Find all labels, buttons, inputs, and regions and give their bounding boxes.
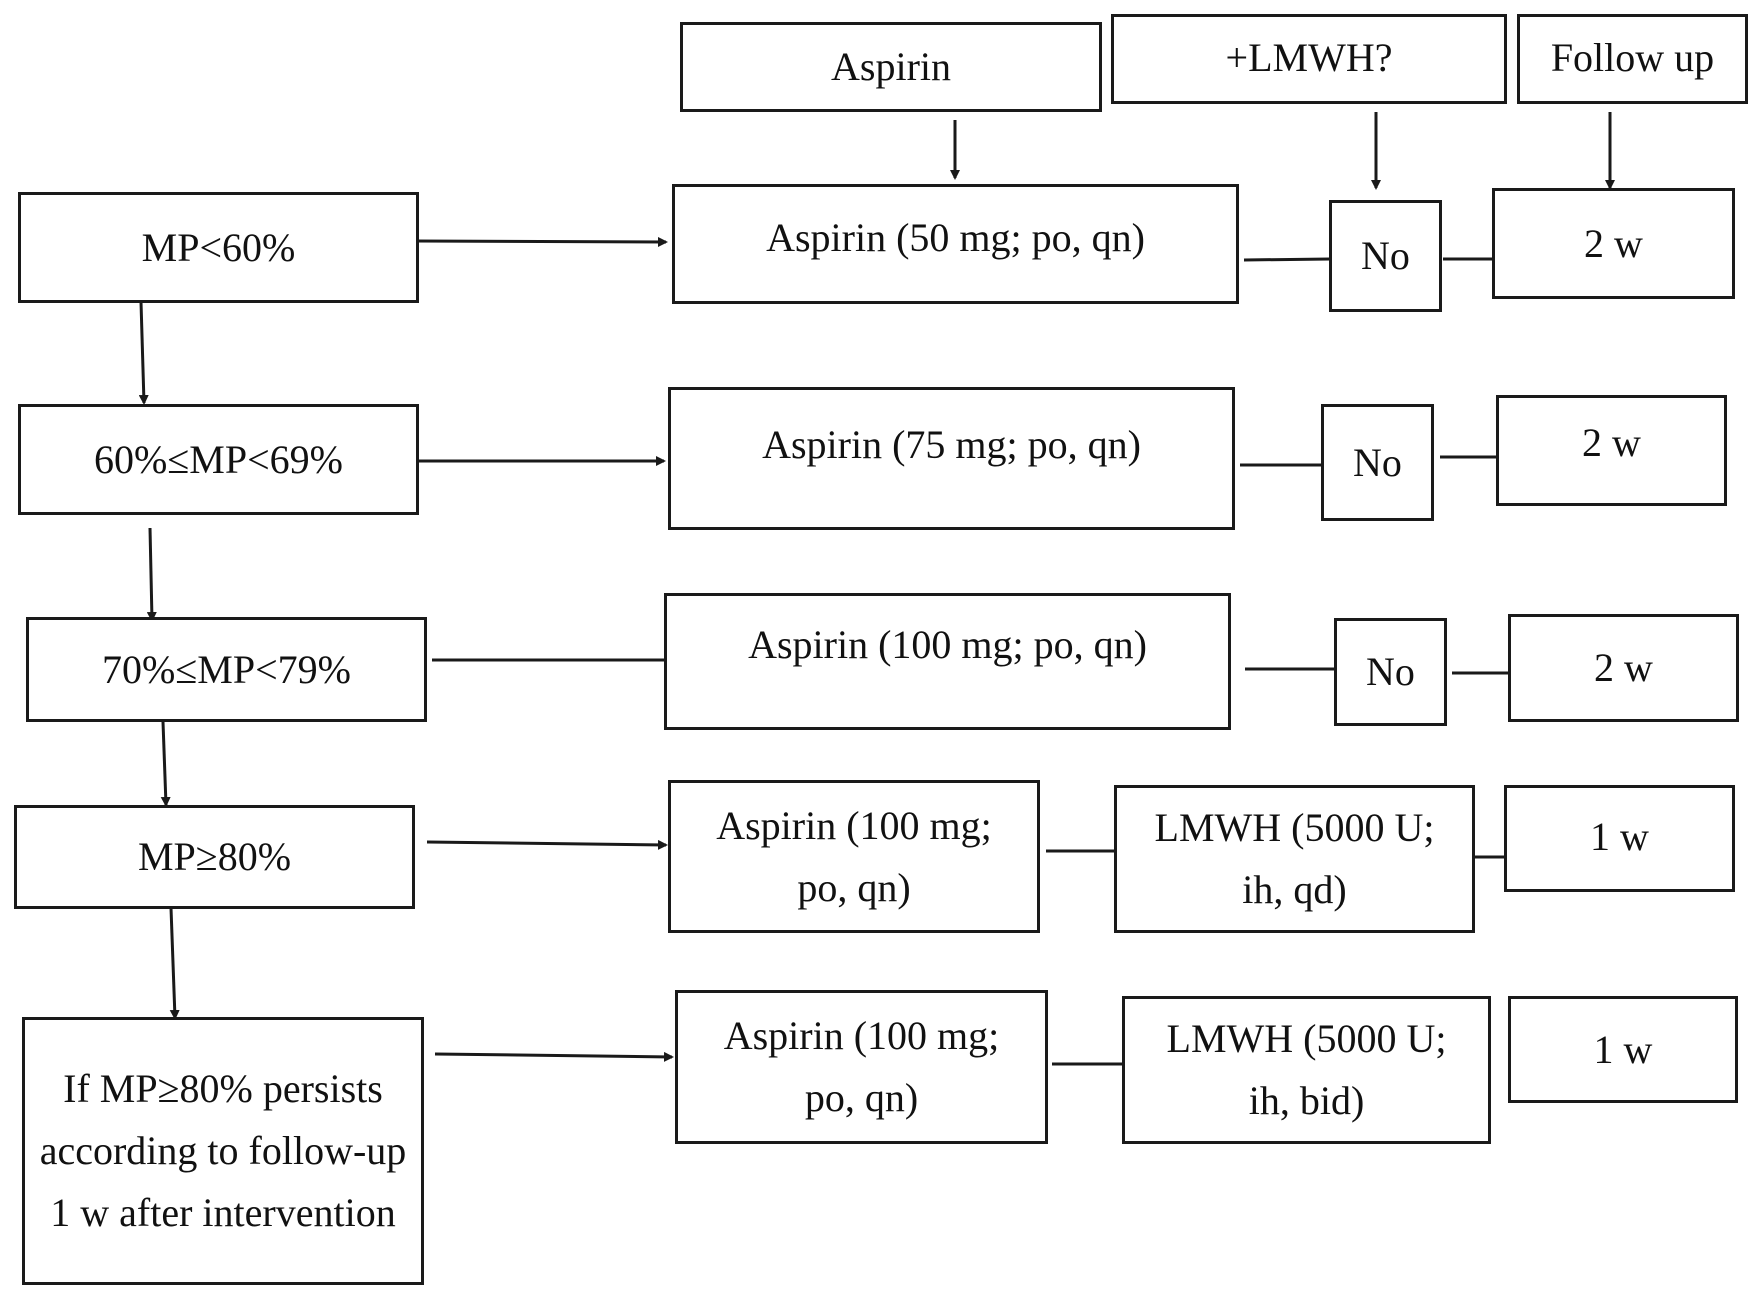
level-box-4: MP≥80% bbox=[14, 805, 415, 909]
level-box-1: MP<60% bbox=[18, 192, 419, 303]
header-aspirin: Aspirin bbox=[680, 22, 1102, 112]
aspirin-box-1: Aspirin (50 mg; po, qn) bbox=[672, 184, 1239, 304]
level-box-5: If MP≥80% persists according to follow-u… bbox=[22, 1017, 424, 1285]
level-box-2: 60%≤MP<69% bbox=[18, 404, 419, 515]
lmwh-box-4: LMWH (5000 U; ih, qd) bbox=[1114, 785, 1475, 933]
level-box-3: 70%≤MP<79% bbox=[26, 617, 427, 722]
arrow-row-1-to-aspirin bbox=[415, 236, 668, 247]
followup-box-2: 2 w bbox=[1496, 395, 1727, 506]
aspirin-box-2: Aspirin (75 mg; po, qn) bbox=[668, 387, 1235, 530]
line-row-1-aspirin-lmwh bbox=[1243, 257, 1331, 262]
header-follow-up: Follow up bbox=[1517, 14, 1748, 104]
lmwh-box-4-label: LMWH (5000 U; ih, qd) bbox=[1154, 805, 1435, 912]
lmwh-box-3: No bbox=[1334, 618, 1447, 726]
followup-box-3: 2 w bbox=[1508, 614, 1739, 722]
level-box-5-label: If MP≥80% persists according to follow-u… bbox=[39, 1066, 407, 1235]
lmwh-box-2: No bbox=[1321, 404, 1434, 521]
followup-box-5: 1 w bbox=[1508, 996, 1738, 1103]
arrow-level-3-to-4 bbox=[160, 721, 171, 807]
arrow-row-5-to-aspirin bbox=[434, 1051, 674, 1062]
followup-box-1: 2 w bbox=[1492, 188, 1735, 299]
aspirin-box-4: Aspirin (100 mg; po, qn) bbox=[668, 780, 1040, 933]
aspirin-box-5: Aspirin (100 mg; po, qn) bbox=[675, 990, 1048, 1144]
header-lmwh: +LMWH? bbox=[1111, 14, 1507, 104]
followup-box-4: 1 w bbox=[1504, 785, 1735, 892]
lmwh-box-5: LMWH (5000 U; ih, bid) bbox=[1122, 996, 1491, 1144]
aspirin-box-4-label: Aspirin (100 mg; po, qn) bbox=[716, 802, 992, 910]
arrow-level-1-to-2 bbox=[138, 301, 149, 405]
arrow-level-4-to-5 bbox=[169, 907, 180, 1020]
lmwh-box-1: No bbox=[1329, 200, 1442, 312]
aspirin-box-5-label: Aspirin (100 mg; po, qn) bbox=[723, 1013, 1000, 1120]
aspirin-box-3: Aspirin (100 mg; po, qn) bbox=[664, 593, 1231, 730]
arrow-level-2-to-3 bbox=[146, 527, 157, 622]
lmwh-box-5-label: LMWH (5000 U; ih, bid) bbox=[1166, 1016, 1447, 1123]
arrow-row-4-to-aspirin bbox=[426, 839, 668, 850]
